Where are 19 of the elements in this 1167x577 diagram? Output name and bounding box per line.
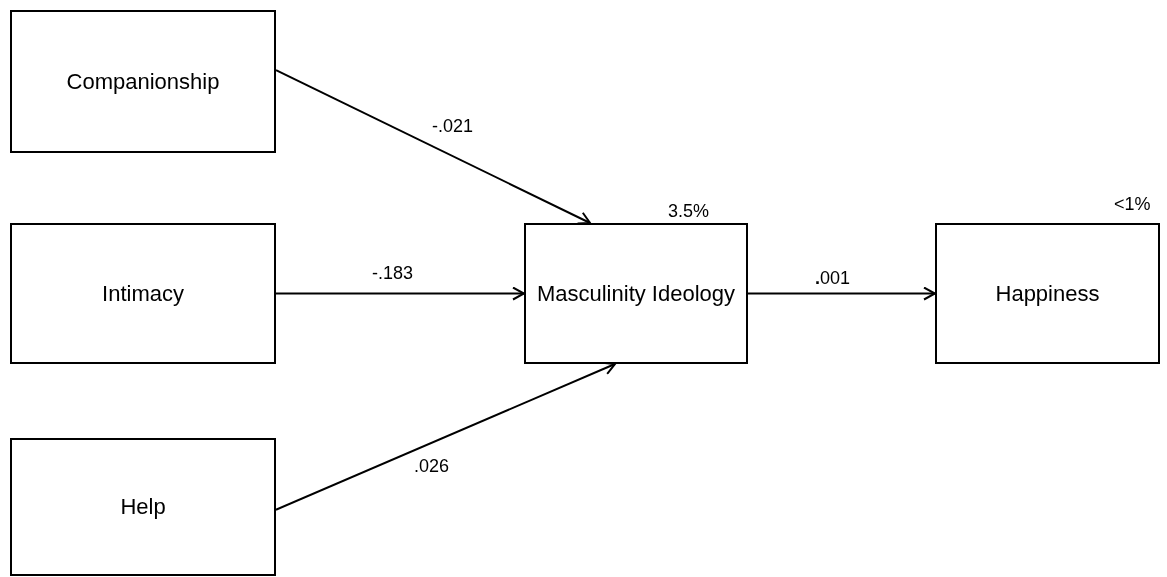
variable-box <box>935 223 1160 364</box>
variable-name: Intimacy <box>102 279 184 308</box>
edge-label: -.021 <box>432 115 474 137</box>
arrow <box>747 286 936 301</box>
variable-name: Help <box>120 493 166 521</box>
variable-box <box>524 223 748 364</box>
variable-name: Masculinity Ideology <box>536 279 736 308</box>
arrow <box>275 69 592 225</box>
variance-explained: <1% <box>1114 193 1151 215</box>
edge-label: -.183 <box>372 262 414 284</box>
edge-label: .001 <box>815 267 851 289</box>
variance-explained: 3.5% <box>668 200 710 222</box>
variable-name: Companionship <box>66 67 220 96</box>
variable-box <box>10 438 276 576</box>
variable-name: Happiness <box>995 279 1100 308</box>
edge-label: .026 <box>414 455 450 477</box>
variable-box <box>10 223 276 364</box>
variable-box <box>10 10 276 153</box>
arrow <box>275 286 525 301</box>
